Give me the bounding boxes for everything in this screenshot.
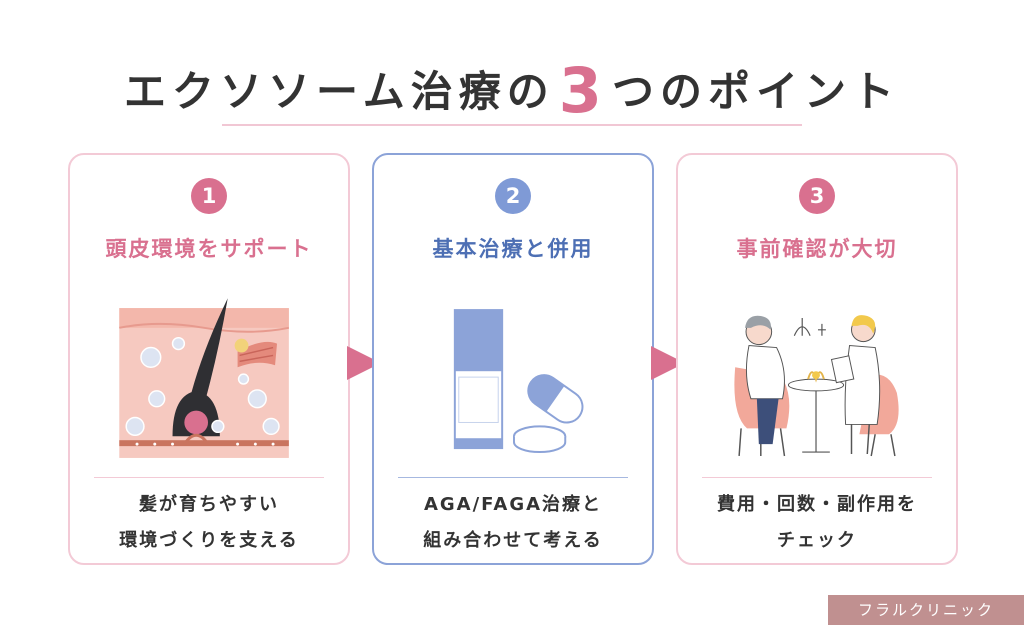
card-divider-2: [398, 477, 628, 478]
point-description-1-line-2: 環境づくりを支える: [119, 530, 299, 551]
point-description-3-line-1: 費用・回数・副作用を: [717, 494, 917, 515]
page-title: エクソソーム治療の3つのポイント: [0, 54, 1024, 127]
point-title-1: 頭皮環境をサポート: [105, 237, 313, 261]
scalp-hair-follicle-illustration: [119, 298, 290, 458]
title-text-before: エクソソーム治療の: [124, 67, 555, 116]
point-card-2: 2 基本治療と併用 AGA/FAGA治療と 組み合わせて考える: [372, 153, 654, 565]
point-description-3: 費用・回数・副作用を チェック: [678, 487, 956, 559]
card-divider-1: [94, 477, 324, 478]
point-title-3: 事前確認が大切: [736, 237, 898, 261]
medicine-bottle-and-pills-illustration: [453, 309, 584, 454]
card-divider-3: [702, 477, 932, 478]
title-underline: [222, 124, 802, 126]
point-description-1-line-1: 髪が育ちやすい: [139, 494, 279, 515]
point-description-3-line-2: チェック: [777, 530, 857, 551]
clinic-name-label: フラルクリニック: [828, 595, 1024, 625]
arrow-right-icon: [651, 346, 685, 380]
point-description-2: AGA/FAGA治療と 組み合わせて考える: [374, 487, 652, 559]
point-number-badge-3: 3: [799, 178, 835, 214]
title-text-after: つのポイント: [611, 67, 900, 116]
point-number-badge-2: 2: [495, 178, 531, 214]
point-number-badge-1: 1: [191, 178, 227, 214]
doctor-consultation-illustration: [734, 315, 899, 457]
point-card-3: 3 事前確認が大切 費用・回数・副作用を チェック: [676, 153, 958, 565]
title-number: 3: [558, 54, 608, 127]
arrow-right-icon: [347, 346, 381, 380]
point-description-1: 髪が育ちやすい 環境づくりを支える: [70, 487, 348, 559]
point-description-2-line-2: 組み合わせて考える: [423, 530, 603, 551]
point-description-2-line-1: AGA/FAGA治療と: [423, 494, 603, 515]
point-card-1: 1 頭皮環境をサポート 髪が育ちやすい 環境づくりを支える: [68, 153, 350, 565]
point-title-2: 基本治療と併用: [432, 237, 594, 261]
